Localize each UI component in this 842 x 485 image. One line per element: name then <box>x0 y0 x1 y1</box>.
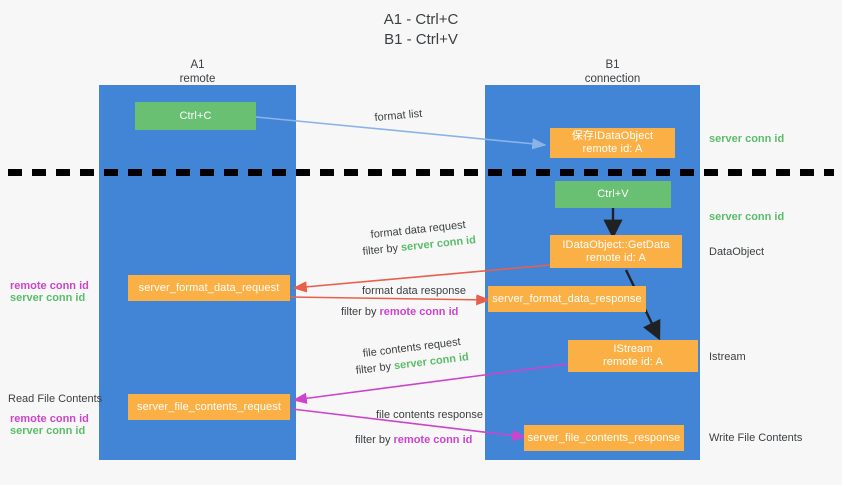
label-istream: Istream <box>709 351 746 363</box>
edge-label-file-contents-response-filter: filter by remote conn id <box>355 433 472 448</box>
edge-label-format-data-response-filter: filter by remote conn id <box>341 305 458 320</box>
edge-label-format-data-request-filter-prefix: filter by <box>362 241 402 258</box>
box-istream[interactable]: IStream remote id: A <box>568 340 698 372</box>
box-ctrl-c[interactable]: Ctrl+C <box>135 102 256 130</box>
edge-label-format-data-response-filter-prefix: filter by <box>341 306 380 318</box>
column-a1-name: A1 <box>190 59 205 71</box>
label-server-conn-id-top: server conn id <box>709 133 785 145</box>
box-istream-line1: IStream <box>613 343 653 355</box>
column-header-a1: A1 remote <box>125 58 270 86</box>
box-save-idataobject-line2: remote id: A <box>582 143 643 155</box>
box-ctrl-v[interactable]: Ctrl+V <box>555 181 671 208</box>
box-ctrl-c-label: Ctrl+C <box>179 109 212 122</box>
edge-label-file-contents-response-filter-value: remote conn id <box>393 434 473 446</box>
label-remote-conn-id-bottom: remote conn id <box>10 413 89 425</box>
edge-label-file-contents-response: file contents response <box>376 409 484 421</box>
label-server-conn-id-bottom: server conn id <box>10 425 86 437</box>
arrow-format-data-response <box>289 294 491 306</box>
column-b1-name: B1 <box>605 59 620 71</box>
label-dataobject: DataObject <box>709 246 765 258</box>
box-server-file-contents-response-label: server_file_contents_response <box>527 431 681 444</box>
arrow-format-list <box>255 116 547 150</box>
label-write-file-contents: Write File Contents <box>709 432 803 444</box>
box-ctrl-v-label: Ctrl+V <box>597 188 629 200</box>
edge-label-file-contents-response-filter-prefix: filter by <box>355 434 394 446</box>
column-header-b1: B1 connection <box>540 58 685 86</box>
box-server-format-data-response[interactable]: server_format_data_response <box>488 286 646 312</box>
title-line-2: B1 - Ctrl+V <box>384 31 458 48</box>
column-b1-sub: connection <box>584 73 641 85</box>
edge-label-file-contents-request-filter-prefix: filter by <box>355 360 395 377</box>
box-idataobject-getdata-line1: IDataObject::GetData <box>562 238 670 251</box>
box-istream-line2: remote id: A <box>603 356 663 368</box>
box-server-file-contents-response[interactable]: server_file_contents_response <box>524 425 684 451</box>
box-save-idataobject[interactable]: 保存IDataObject remote id: A <box>550 128 675 158</box>
box-save-idataobject-line1: 保存IDataObject <box>571 130 654 142</box>
edge-label-format-data-response-filter-value: remote conn id <box>379 306 459 318</box>
box-idataobject-getdata[interactable]: IDataObject::GetData remote id: A <box>550 235 682 268</box>
box-server-format-data-request-label: server_format_data_request <box>138 281 280 294</box>
box-server-format-data-response-label: server_format_data_response <box>492 292 642 305</box>
edge-label-format-data-response: format data response <box>362 285 466 297</box>
label-server-conn-id-left-mid: server conn id <box>10 292 86 304</box>
arrow-file-contents-request <box>292 363 569 404</box>
box-server-format-data-request[interactable]: server_format_data_request <box>128 275 290 301</box>
box-idataobject-getdata-line2: remote id: A <box>586 251 646 264</box>
label-server-conn-id-mid: server conn id <box>709 211 785 223</box>
column-a1-sub: remote <box>179 73 216 85</box>
arrow-file-contents-response <box>291 408 527 442</box>
title-line-1: A1 - Ctrl+C <box>383 11 459 28</box>
box-server-file-contents-request-label: server_file_contents_request <box>136 400 282 413</box>
label-read-file-contents: Read File Contents <box>8 393 103 405</box>
phase-separator <box>8 169 834 176</box>
box-server-file-contents-request[interactable]: server_file_contents_request <box>128 394 290 420</box>
arrow-format-data-request <box>292 264 551 293</box>
diagram-title: A1 - Ctrl+C B1 - Ctrl+V <box>0 10 842 50</box>
label-remote-conn-id-mid: remote conn id <box>10 280 89 292</box>
